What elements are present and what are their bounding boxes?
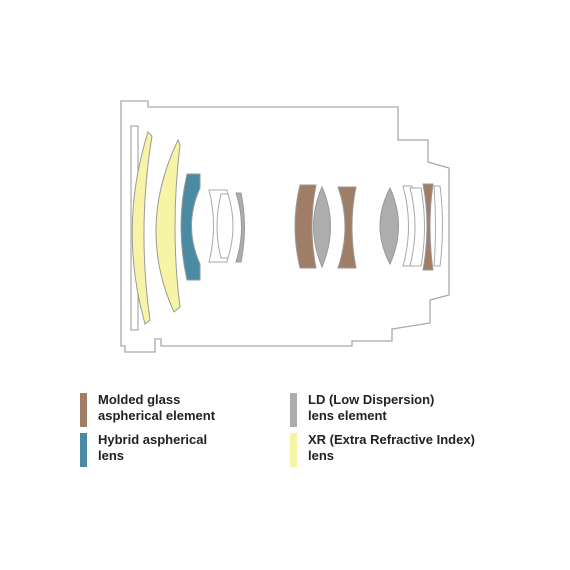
- lens-element-3: [180, 173, 201, 281]
- lens-element-8: [313, 185, 331, 269]
- lens-element-6: [235, 192, 245, 263]
- lens-element-2: [155, 138, 181, 313]
- lens-barrel-outline: [120, 100, 450, 353]
- lens-element-10: [379, 186, 399, 266]
- lens-element-7: [294, 184, 317, 269]
- lens-element-14: [433, 185, 443, 267]
- lens-element-5: [216, 193, 234, 259]
- lens-element-1: [131, 131, 153, 325]
- lens-element-12: [409, 187, 425, 267]
- lens-element-9: [337, 186, 357, 269]
- lens-element-13: [422, 183, 434, 271]
